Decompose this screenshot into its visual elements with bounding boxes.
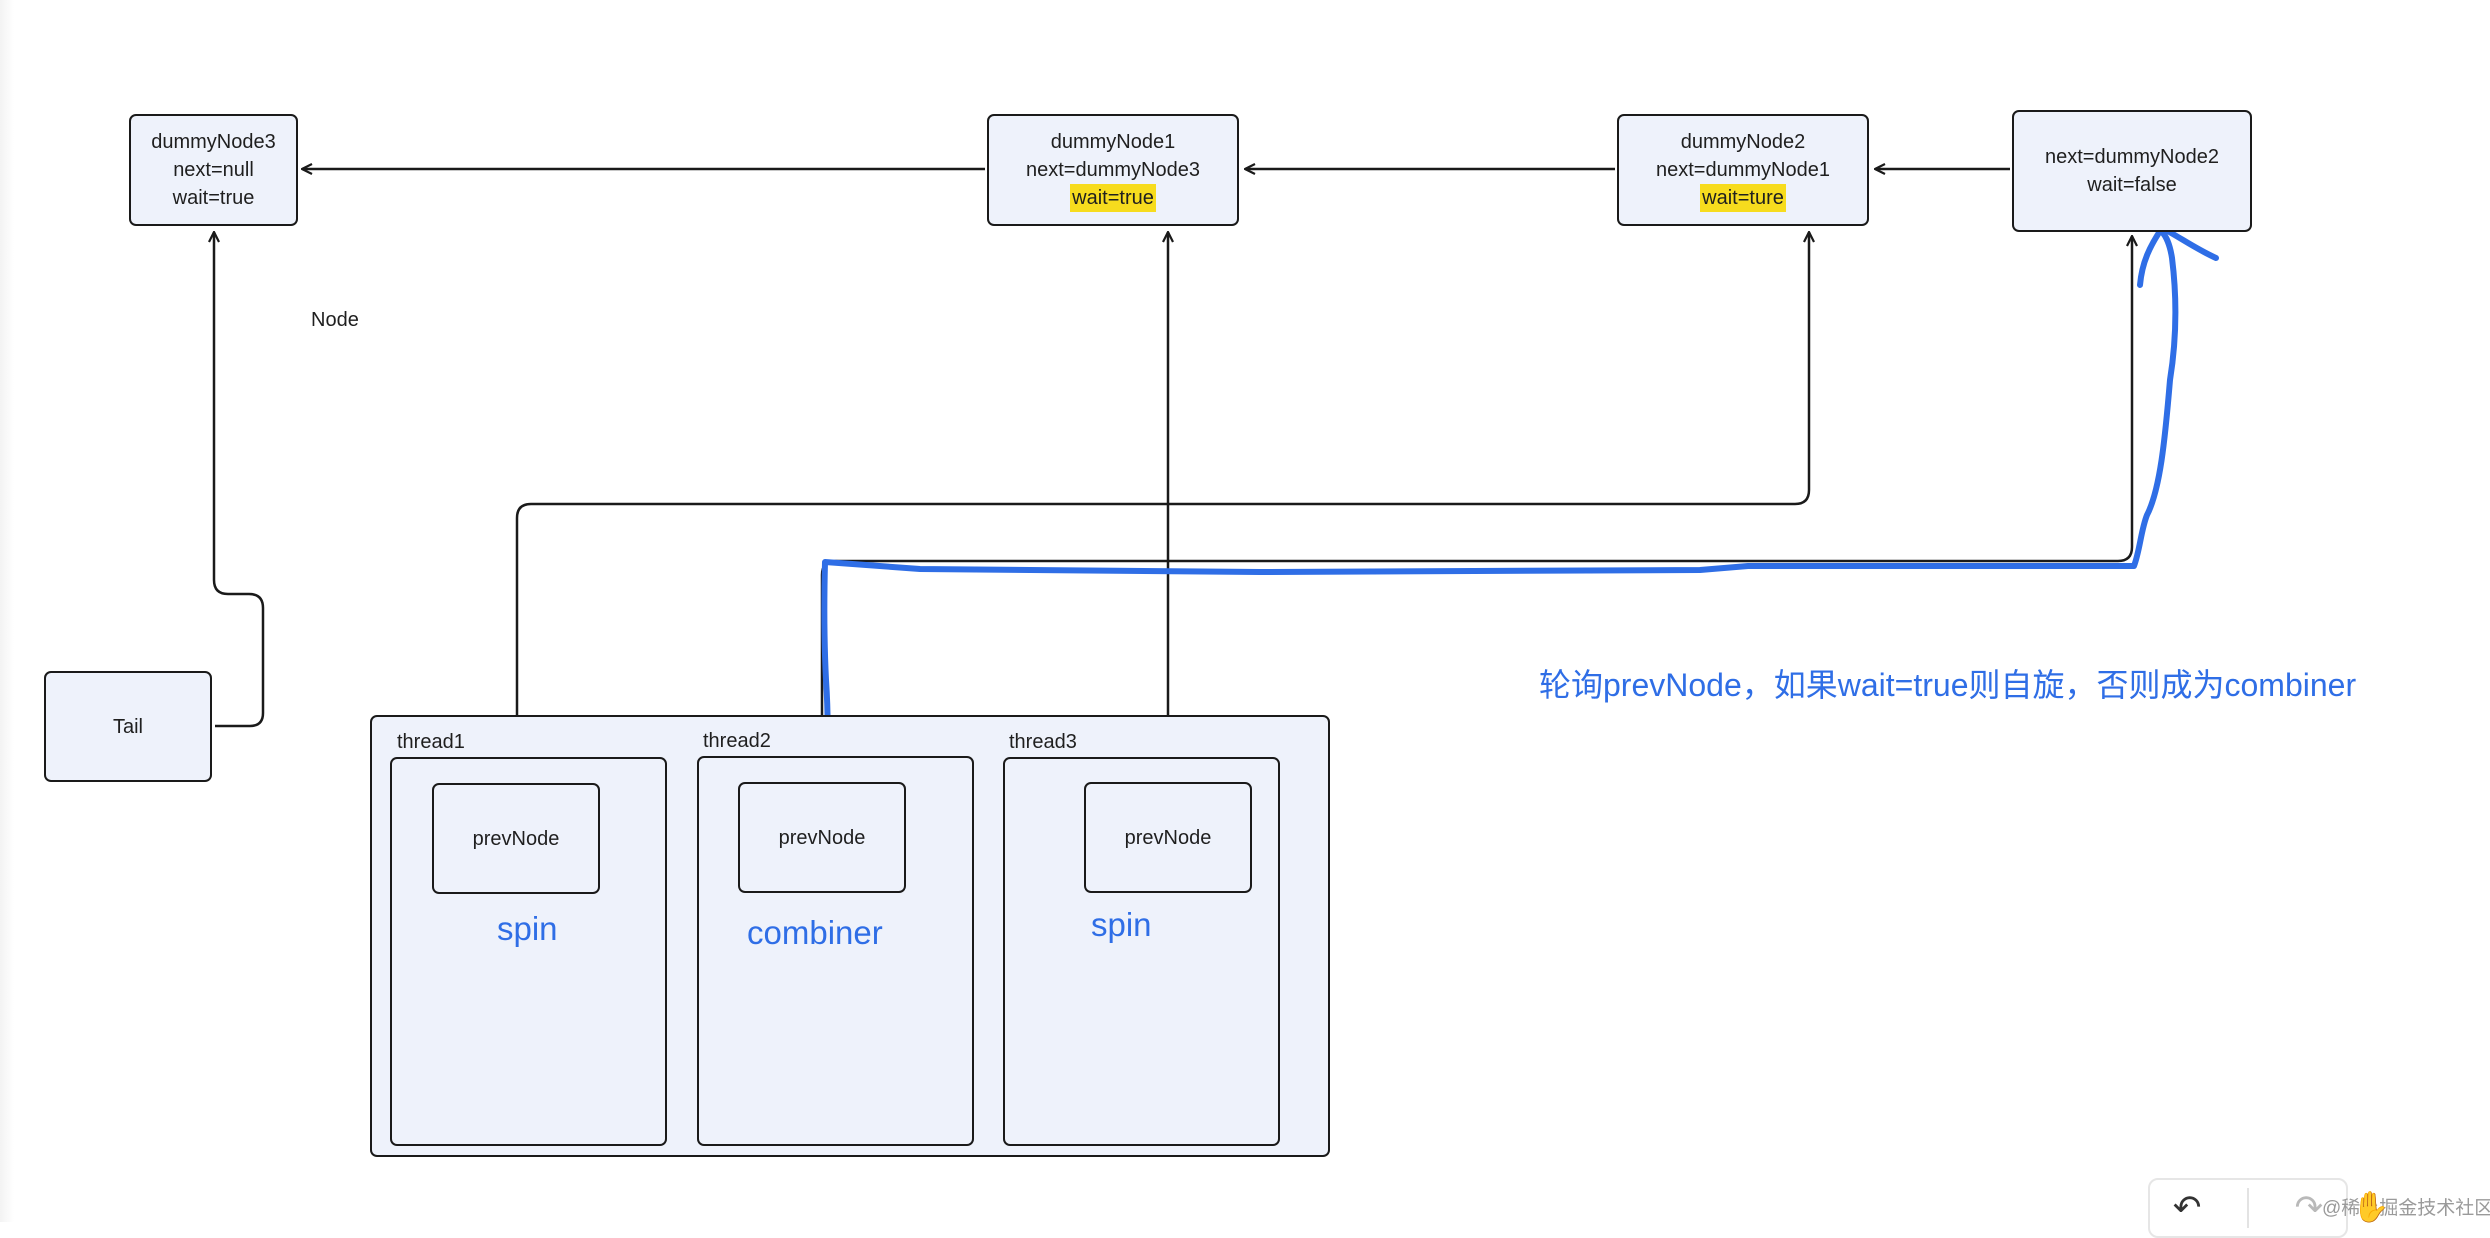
prevnode-label: prevNode [472, 827, 560, 850]
node-name: dummyNode3 [151, 131, 276, 153]
thread2-state: combiner [747, 914, 883, 951]
undo-icon[interactable]: ↶ [2172, 1189, 2202, 1227]
handdrawn-blue-arrowhead [2137, 225, 2219, 288]
node-next: next=dummyNode1 [1656, 159, 1830, 181]
toolbar-divider [2246, 1188, 2249, 1228]
node-next: next=dummyNode2 [2045, 146, 2219, 168]
node-wait-highlighted: wait=ture [1700, 184, 1786, 212]
node-dummynode3[interactable]: dummyNode3 next=null wait=true [129, 114, 298, 226]
thread1-prevnode[interactable]: prevNode [432, 783, 600, 894]
arrow-thread1-to-dummy2 [515, 232, 1809, 783]
node-dummynode1[interactable]: dummyNode1 next=dummyNode3 wait=true [987, 114, 1239, 226]
node-dummynode2[interactable]: dummyNode2 next=dummyNode1 wait=ture [1617, 114, 1869, 226]
node-name: dummyNode2 [1680, 131, 1806, 153]
thread3-state: spin [1091, 906, 1152, 943]
prevnode-label: prevNode [1124, 826, 1212, 849]
prevnode-label: prevNode [778, 826, 866, 849]
watermark: @稀土掘金技术社区 [2322, 1198, 2490, 1219]
tail-label: Tail [112, 715, 143, 738]
node-name: dummyNode1 [1050, 131, 1176, 153]
arrow-tail-to-dummy3 [214, 232, 265, 728]
handdrawn-blue-path [817, 229, 2179, 809]
node-last[interactable]: next=dummyNode2 wait=false [2012, 110, 2252, 232]
thread1-state: spin [497, 910, 558, 947]
node-wait: wait=false [2087, 174, 2177, 196]
thread3-prevnode[interactable]: prevNode [1084, 782, 1252, 893]
thread2-label: thread2 [703, 730, 771, 752]
node-label: Node [311, 309, 359, 331]
node-wait-highlighted: wait=true [1070, 184, 1156, 212]
node-next: next=dummyNode3 [1026, 159, 1200, 181]
thread2-prevnode[interactable]: prevNode [738, 782, 906, 893]
thread1-label: thread1 [397, 731, 465, 753]
canvas-left-edge [0, 0, 14, 1222]
node-tail[interactable]: Tail [44, 671, 212, 782]
thread3-label: thread3 [1009, 731, 1077, 753]
hand-tool-icon[interactable]: ✋ [2352, 1191, 2390, 1224]
annotation-text: 轮询prevNode，如果wait=true则自旋，否则成为combiner [1539, 667, 2357, 703]
node-next: next=null [173, 159, 254, 181]
history-toolbar: ↶ ↷ [2148, 1178, 2348, 1238]
node-wait: wait=true [172, 187, 255, 209]
redo-icon[interactable]: ↷ [2294, 1189, 2324, 1227]
